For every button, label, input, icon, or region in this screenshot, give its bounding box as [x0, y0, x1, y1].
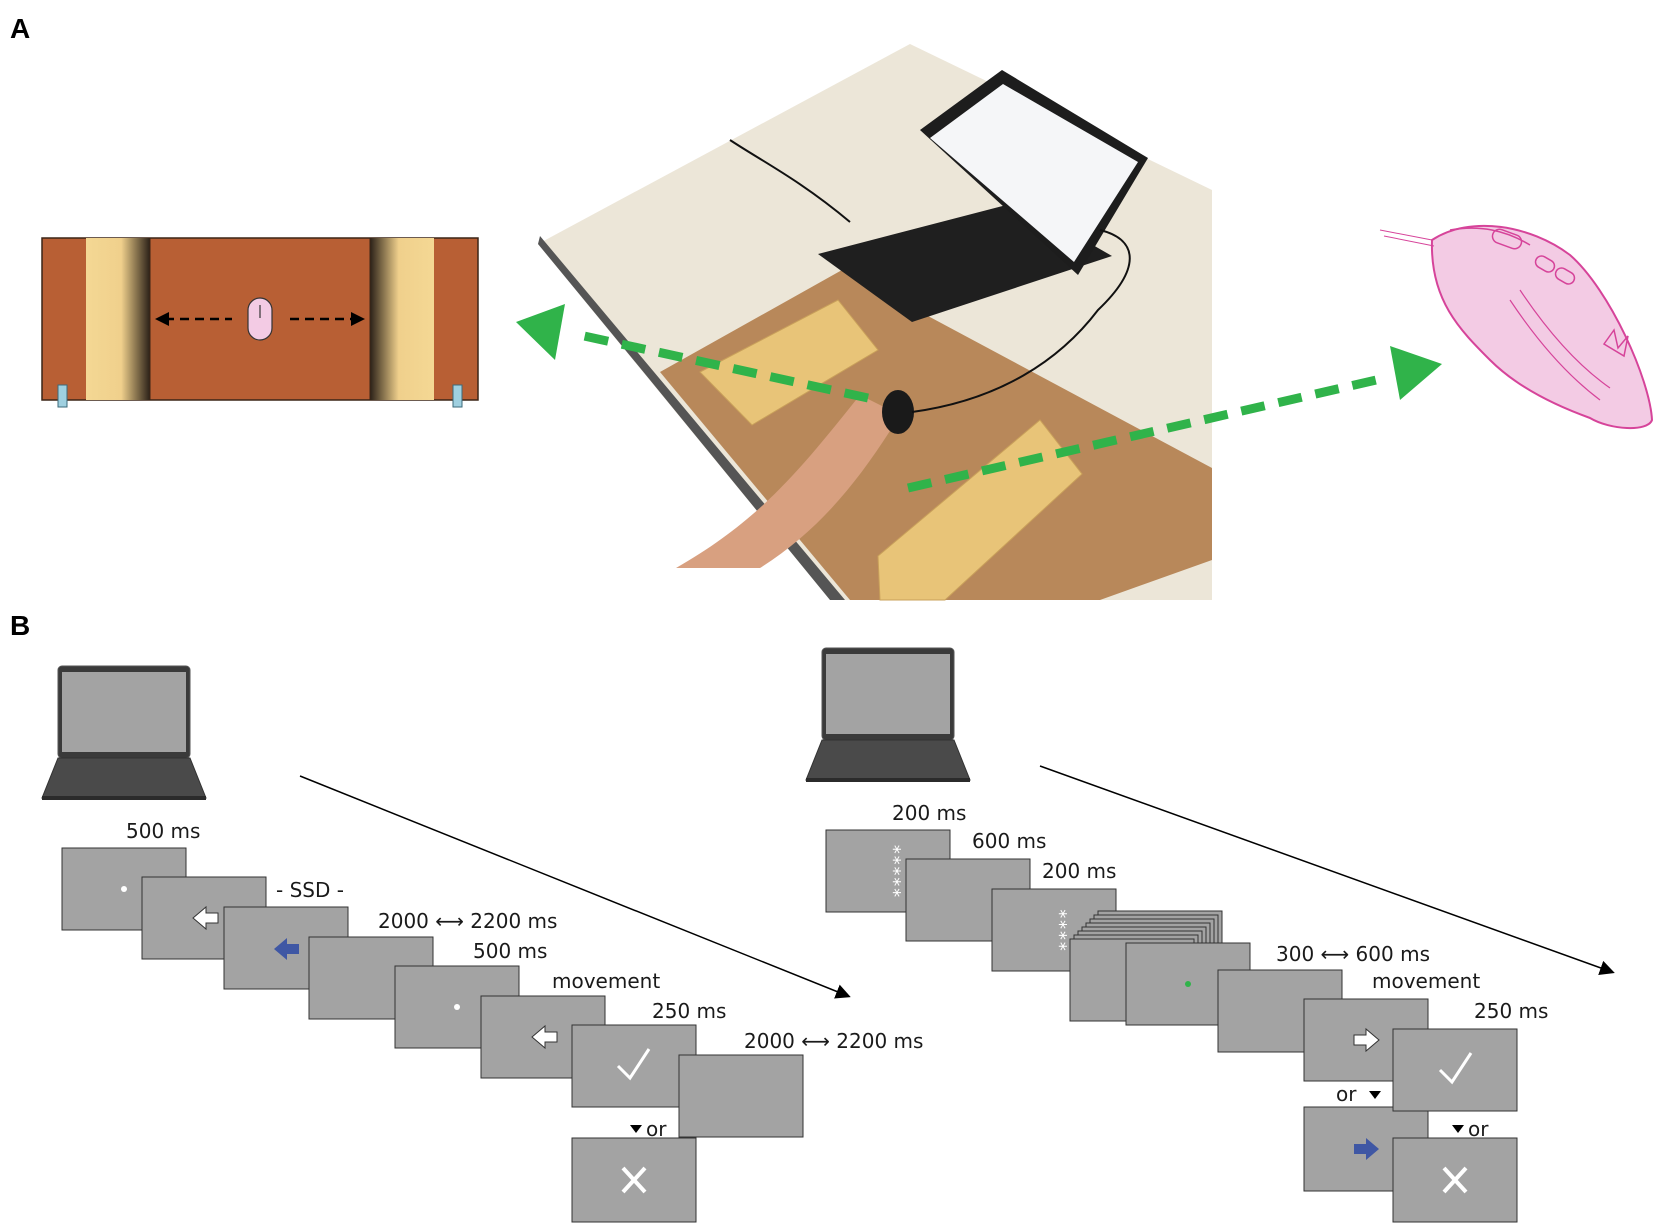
right-label-250ms: 250 ms	[1474, 999, 1548, 1023]
timeline-arrow-right	[1039, 765, 1615, 975]
right-label-movement: movement	[1372, 969, 1480, 993]
down-arrow-icon-r2	[1452, 1125, 1464, 1133]
right-label-600ms: 600 ms	[972, 829, 1046, 853]
cross-icon	[621, 1166, 647, 1194]
box-schematic	[41, 237, 479, 408]
left-label-250ms: 250 ms	[652, 999, 726, 1023]
left-label-or: or	[646, 1117, 667, 1141]
cross-icon-r	[1442, 1166, 1468, 1194]
left-label-movement: movement	[552, 969, 660, 993]
right-label-or-1: or	[1336, 1082, 1357, 1106]
green-arrow-left	[516, 304, 869, 403]
panel-label-b: B	[10, 610, 30, 641]
left-label-ssd: - SSD -	[276, 878, 344, 902]
screen-blank-2	[678, 1054, 804, 1138]
right-label-200ms-2: 200 ms	[1042, 859, 1116, 883]
right-label-iti: 300 ⟷ 600 ms	[1276, 942, 1430, 966]
pink-mouse-icon	[1379, 224, 1654, 430]
left-label-500ms-2: 500 ms	[473, 939, 547, 963]
check-icon-r	[1438, 1052, 1473, 1085]
laptop-icon-left	[41, 665, 207, 800]
screen-correct-feedback-r	[1392, 1028, 1518, 1112]
stars-five: *****	[883, 844, 904, 898]
down-arrow-icon-r1	[1369, 1091, 1381, 1099]
right-label-200ms: 200 ms	[892, 801, 966, 825]
left-label-500ms: 500 ms	[126, 819, 200, 843]
stars-four: ****	[1049, 908, 1070, 951]
left-label-iti2: 2000 ⟷ 2200 ms	[744, 1029, 923, 1053]
left-trial-sequence	[61, 847, 804, 1223]
right-trial-sequence: ***** ****	[825, 829, 1518, 1223]
right-label-or-2: or	[1468, 1117, 1489, 1141]
experimental-setup-photo	[538, 44, 1212, 601]
down-arrow-icon	[630, 1125, 642, 1133]
panel-label-a: A	[10, 13, 30, 44]
mouse-top-icon	[247, 297, 273, 341]
check-icon	[616, 1048, 651, 1081]
left-label-iti1: 2000 ⟷ 2200 ms	[378, 909, 557, 933]
green-arrow-right	[906, 346, 1442, 493]
screen-correct-feedback	[571, 1024, 697, 1108]
screen-stack	[1069, 910, 1251, 1026]
laptop-icon-right	[805, 647, 971, 782]
timeline-arrow-left	[299, 775, 851, 999]
